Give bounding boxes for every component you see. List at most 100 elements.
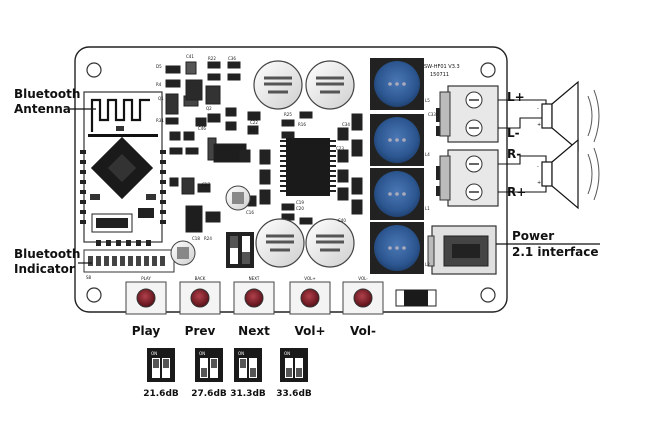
board-gain-dip-switch <box>226 232 254 268</box>
button-play[interactable]: PLAY Play <box>125 276 167 338</box>
terminal-label-l-plus: L+ <box>507 90 525 104</box>
bluetooth-antenna-trace <box>90 98 150 132</box>
silk-r31: R31 <box>156 118 164 123</box>
silk-d5: D5 <box>156 64 162 69</box>
terminal-block-left[interactable] <box>439 85 499 143</box>
amplifier-ic <box>280 138 336 196</box>
smd-components <box>165 61 363 233</box>
board-model: SW-HF01 V3.3 <box>424 64 460 70</box>
silk-c16: C16 <box>246 210 254 215</box>
silk-q1: Q1 <box>158 96 164 101</box>
silk-c20: C20 <box>296 206 304 211</box>
silk-c36: C36 <box>228 56 236 61</box>
callout-power-line2: 2.1 interface <box>512 245 598 259</box>
button-label: Play <box>132 324 161 338</box>
silk-r25: R25 <box>284 112 292 117</box>
callout-bluetooth-antenna-line1: Bluetooth <box>14 87 80 101</box>
silk-r22: R22 <box>208 56 216 61</box>
inductor-l5 <box>370 58 424 110</box>
gain-switch-4: ON 33.6dB <box>276 348 312 399</box>
speaker-wires <box>498 99 547 193</box>
speaker-right-icon <box>541 138 600 210</box>
gain-switch-1: ON 21.6dB <box>143 348 179 399</box>
gain-switch-on-label: ON <box>238 351 244 356</box>
bluetooth-indicator-leds <box>83 249 175 273</box>
button-prev[interactable]: BACK Prev <box>179 276 221 338</box>
button-silk-label: VOL- <box>358 276 368 281</box>
inductor-l1 <box>370 168 424 220</box>
callout-bluetooth-antenna-line2: Antenna <box>14 102 71 116</box>
silk-l4: L4 <box>425 152 430 157</box>
control-buttons: PLAY Play BACK Prev NEXT Next VOL+ Vol+ VOL- Vol- <box>125 276 384 338</box>
small-cap-c18 <box>170 240 196 266</box>
button-vol-minus[interactable]: VOL- Vol- <box>342 276 384 338</box>
mount-hole-top-right <box>480 62 496 78</box>
mount-hole-bottom-right <box>480 287 496 303</box>
silk-c46: C46 <box>198 126 206 131</box>
gain-value-label: 21.6dB <box>143 389 179 399</box>
inductor-l2 <box>370 222 424 274</box>
silk-c19: C19 <box>296 200 304 205</box>
electrolytic-cap-2 <box>305 60 355 110</box>
silk-c41: C41 <box>186 54 194 59</box>
gain-value-label: 33.6dB <box>276 389 312 399</box>
gain-switch-on-label: ON <box>151 351 157 356</box>
silk-c23: C23 <box>336 146 344 151</box>
speaker-right-plus: + <box>537 180 541 186</box>
gain-value-label: 27.6dB <box>191 389 227 399</box>
electrolytic-cap-4 <box>305 218 355 268</box>
small-cap-c16 <box>225 185 251 211</box>
silk-c22: C22 <box>250 120 258 125</box>
button-next[interactable]: NEXT Next <box>233 276 275 338</box>
power-jack[interactable] <box>427 225 497 275</box>
button-silk-label: VOL+ <box>304 276 315 281</box>
silk-r4: R4 <box>156 82 162 87</box>
button-silk-label: NEXT <box>249 276 260 281</box>
mount-hole-top-left <box>86 62 102 78</box>
silk-s8: S8 <box>86 275 92 280</box>
callout-power-line1: Power <box>512 229 554 243</box>
callout-bluetooth-indicator-line2: Indicator <box>14 262 75 276</box>
speaker-right-minus: - <box>537 164 539 170</box>
bluetooth-module <box>80 91 166 246</box>
button-silk-label: BACK <box>195 276 206 281</box>
button-label: Prev <box>185 324 216 338</box>
silk-c17: C17 <box>202 182 210 187</box>
electrolytic-cap-1 <box>253 60 303 110</box>
silk-c18: C18 <box>192 236 200 241</box>
button-label: Next <box>238 324 270 338</box>
silk-c40: C40 <box>338 218 346 223</box>
button-silk-label: PLAY <box>141 276 151 281</box>
button-label: Vol- <box>350 324 376 338</box>
mount-hole-bottom-left <box>86 287 102 303</box>
speaker-left-minus: - <box>537 106 539 112</box>
board-date: 150711 <box>430 72 449 78</box>
silk-l5: L5 <box>425 98 430 103</box>
callout-bluetooth-indicator-line1: Bluetooth <box>14 247 80 261</box>
gain-switch-3: ON 31.3dB <box>230 348 266 399</box>
silk-c34: C34 <box>342 122 350 127</box>
fuse-component <box>395 289 437 307</box>
speaker-left-plus: + <box>537 122 541 128</box>
silk-r24: R24 <box>204 236 212 241</box>
gain-switch-2: ON 27.6dB <box>191 348 227 399</box>
silk-r16: R16 <box>298 122 306 127</box>
gain-switch-on-label: ON <box>199 351 205 356</box>
gain-switch-on-label: ON <box>284 351 290 356</box>
silk-c33: C33 <box>428 112 436 117</box>
terminal-block-right[interactable] <box>439 149 499 207</box>
speaker-left-icon <box>541 80 600 152</box>
gain-value-label: 31.3dB <box>230 389 266 399</box>
silk-r27: R27 <box>250 128 258 133</box>
button-label: Vol+ <box>294 324 325 338</box>
terminal-label-r-minus: R- <box>507 147 521 161</box>
silk-q2: Q2 <box>206 106 212 111</box>
silk-l1: L1 <box>425 206 430 211</box>
inductor-l4 <box>370 114 424 166</box>
silk-l2: L2 <box>425 262 430 267</box>
terminal-label-l-minus: L- <box>507 126 520 140</box>
electrolytic-cap-3 <box>255 218 305 268</box>
button-vol-minusplus[interactable]: VOL+ Vol+ <box>289 276 331 338</box>
